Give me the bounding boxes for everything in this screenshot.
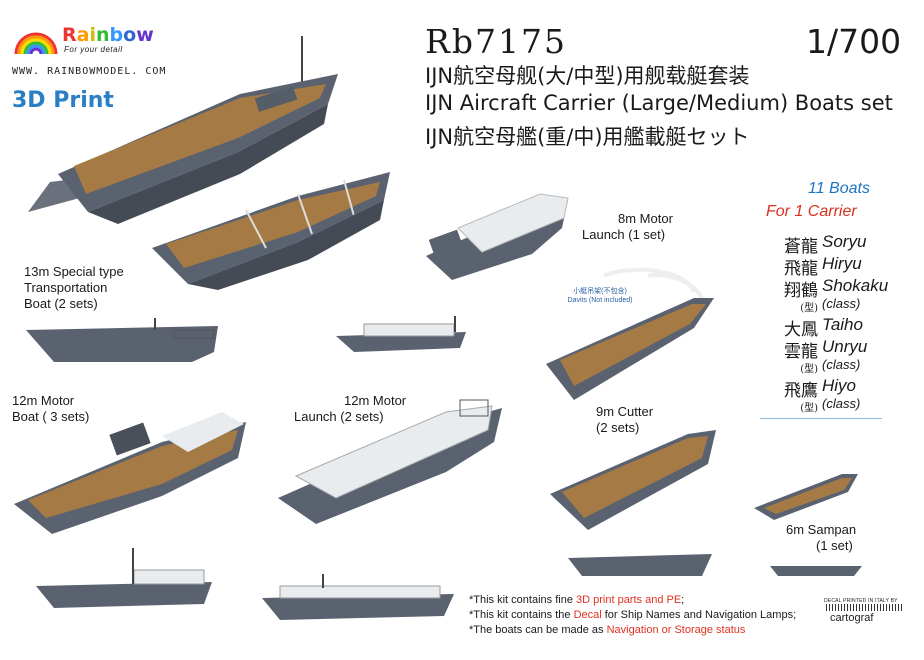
motor-launch-12m-side-image [262, 574, 454, 620]
print-badge: 3D Print [12, 88, 114, 113]
carrier-type: (型) [800, 364, 818, 375]
carrier-class: (class) [822, 396, 861, 411]
carrier-name: Soryu [822, 232, 867, 251]
sampan-6m-side-image [770, 566, 862, 576]
carrier-name: Shokaku [822, 276, 889, 295]
website-url: WWW. RAINBOWMODEL. COM [12, 66, 167, 77]
carrier-class: (class) [822, 357, 861, 372]
sampan-6m-image [754, 474, 858, 520]
notes: *This kit contains fine 3D print parts a… [469, 594, 797, 636]
cartograf-name: cartograf [830, 612, 874, 624]
cutter-9m-with-davits-image [546, 267, 714, 400]
title-jp: IJN航空母艦(重/中)用艦載艇セット [425, 125, 750, 149]
transportation-boat-side-image [26, 318, 218, 362]
carrier-class: (class) [822, 296, 861, 311]
carrier-name: Unryu [822, 337, 868, 356]
carrier-kanji: 飛鷹 [784, 381, 818, 401]
carrier-kanji: 翔鶴 [784, 281, 818, 301]
boats-count: 11 Boats [808, 180, 870, 197]
motor-launch-12m-image [278, 399, 502, 524]
carrier-kanji: 蒼龍 [784, 237, 818, 257]
cutter-9m-side-image [568, 554, 712, 576]
product-scale: 1/700 [806, 22, 902, 61]
title-cn: IJN航空母舰(大/中型)用舰载艇套装 [425, 64, 750, 88]
motor-boat-12m-image [14, 412, 246, 534]
carrier-kanji: 飛龍 [784, 259, 818, 279]
title-en: IJN Aircraft Carrier (Large/Medium) Boat… [425, 91, 893, 115]
rainbow-logo-icon [14, 32, 58, 55]
decal-printed-by: DECAL PRINTED IN ITALY BY [824, 598, 898, 604]
carrier-name: Hiryu [822, 254, 862, 273]
carrier-name: Hiyo [822, 376, 857, 395]
brand-tagline: For your detail [64, 45, 123, 54]
motor-boat-12m-side-image [36, 548, 212, 608]
carrier-kanji: 大鳳 [784, 320, 818, 340]
product-code: Rb7175 [425, 22, 567, 61]
carrier-name: Taiho [822, 315, 863, 334]
for-carrier: For 1 Carrier [766, 203, 857, 220]
label-cutter-9m: 9m Cutter(2 sets) [596, 404, 654, 435]
cutter-9m-image [550, 430, 716, 530]
carrier-kanji: 雲龍 [784, 342, 818, 362]
cartograf-logo-icon [826, 604, 902, 611]
motor-launch-8m-side-image [336, 316, 466, 352]
carrier-type: (型) [800, 403, 818, 414]
transportation-boat-large-image [28, 36, 338, 224]
transportation-boat-small-image [152, 172, 390, 290]
carrier-type: (型) [800, 303, 818, 314]
divider [760, 418, 882, 419]
label-sampan-6m: 6m Sampan(1 set) [786, 522, 857, 553]
davits-note: 小艇吊架(不包含)Davits (Not included) [567, 288, 633, 304]
brand-name: Rainbow [62, 24, 154, 46]
motor-launch-8m-image [426, 193, 569, 280]
